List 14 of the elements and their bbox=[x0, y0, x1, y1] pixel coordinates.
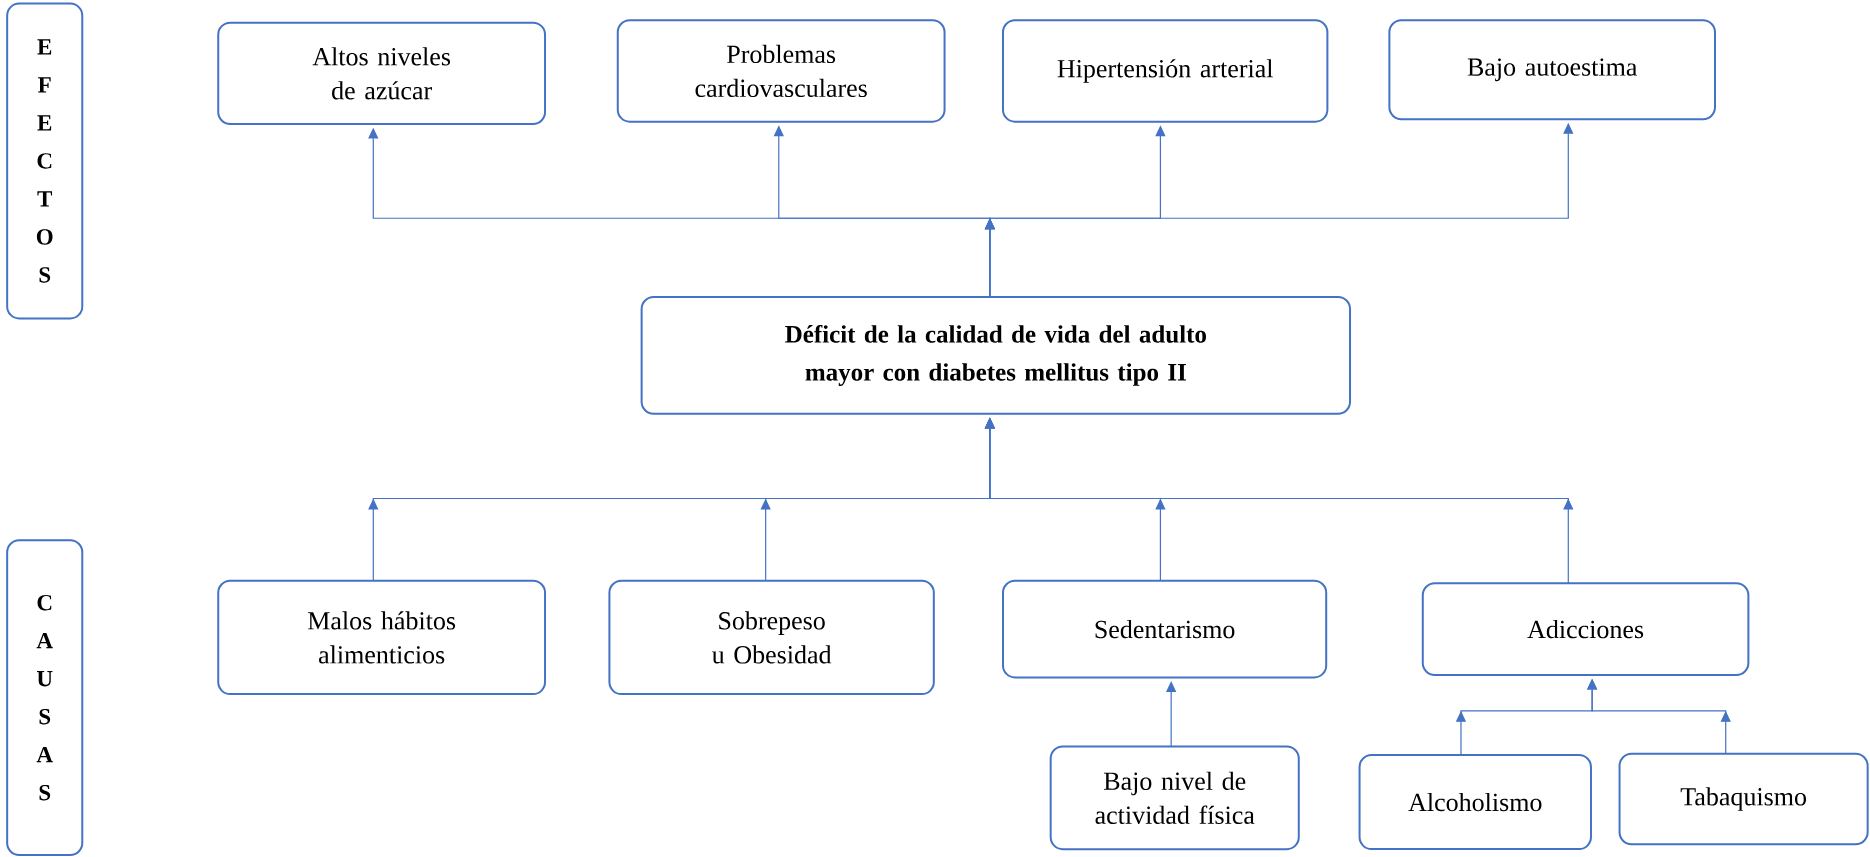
text-box: Problemas cardiovasculares bbox=[616, 19, 946, 123]
text-box: Bajo autoestima bbox=[1388, 19, 1716, 121]
section-label-box: C A U S A S bbox=[6, 539, 84, 857]
text-box: Adicciones bbox=[1421, 582, 1750, 676]
text-box: Sedentarismo bbox=[1002, 579, 1328, 679]
text-box: Tabaquismo bbox=[1618, 752, 1869, 846]
text-box: Hipertensión arterial bbox=[1002, 19, 1329, 123]
text-box: Alcoholismo bbox=[1358, 753, 1592, 851]
section-label-box: E F E C T O S bbox=[6, 2, 84, 320]
text-box: Altos niveles de azúcar bbox=[217, 21, 547, 126]
problem-box: Déficit de la calidad de vida del adulto mayor con diabetes mellitus tipo II bbox=[640, 295, 1352, 415]
text-box: Sobrepeso u Obesidad bbox=[608, 579, 935, 696]
text-box: Malos hábitos alimenticios bbox=[217, 579, 547, 696]
text-box: Bajo nivel de actividad física bbox=[1049, 745, 1300, 851]
